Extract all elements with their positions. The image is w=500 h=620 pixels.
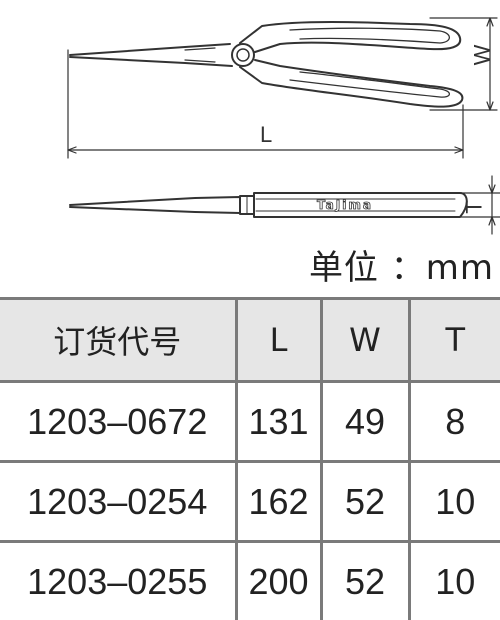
table-header-row: 订货代号 L W T xyxy=(0,299,500,382)
header-thickness: T xyxy=(409,299,500,382)
length-label: L xyxy=(260,124,272,146)
header-width: W xyxy=(321,299,409,382)
thickness-label: T xyxy=(464,200,486,213)
cell-width: 49 xyxy=(321,382,409,462)
brand-logo-text: TaJima xyxy=(317,198,373,212)
cell-order-code: 1203–0255 xyxy=(0,542,236,620)
cell-length: 200 xyxy=(236,542,321,620)
pliers-top-view xyxy=(70,22,462,107)
cell-length: 162 xyxy=(236,462,321,542)
cell-order-code: 1203–0254 xyxy=(0,462,236,542)
cell-thickness: 10 xyxy=(409,542,500,620)
cell-thickness: 8 xyxy=(409,382,500,462)
cell-length: 131 xyxy=(236,382,321,462)
cell-thickness: 10 xyxy=(409,462,500,542)
width-label: W xyxy=(471,45,493,66)
table-row: 1203–0254 162 52 10 xyxy=(0,462,500,542)
cell-width: 52 xyxy=(321,542,409,620)
pliers-side-view xyxy=(70,193,467,217)
cell-order-code: 1203–0672 xyxy=(0,382,236,462)
pliers-dimension-drawing: TaJima xyxy=(0,0,500,240)
header-length: L xyxy=(236,299,321,382)
cell-width: 52 xyxy=(321,462,409,542)
unit-label: 单位 ：mm xyxy=(309,240,494,289)
spec-table: 订货代号 L W T 1203–0672 131 49 8 1203–0254 … xyxy=(0,297,500,620)
header-order-code: 订货代号 xyxy=(0,299,236,382)
table-row: 1203–0255 200 52 10 xyxy=(0,542,500,620)
table-row: 1203–0672 131 49 8 xyxy=(0,382,500,462)
